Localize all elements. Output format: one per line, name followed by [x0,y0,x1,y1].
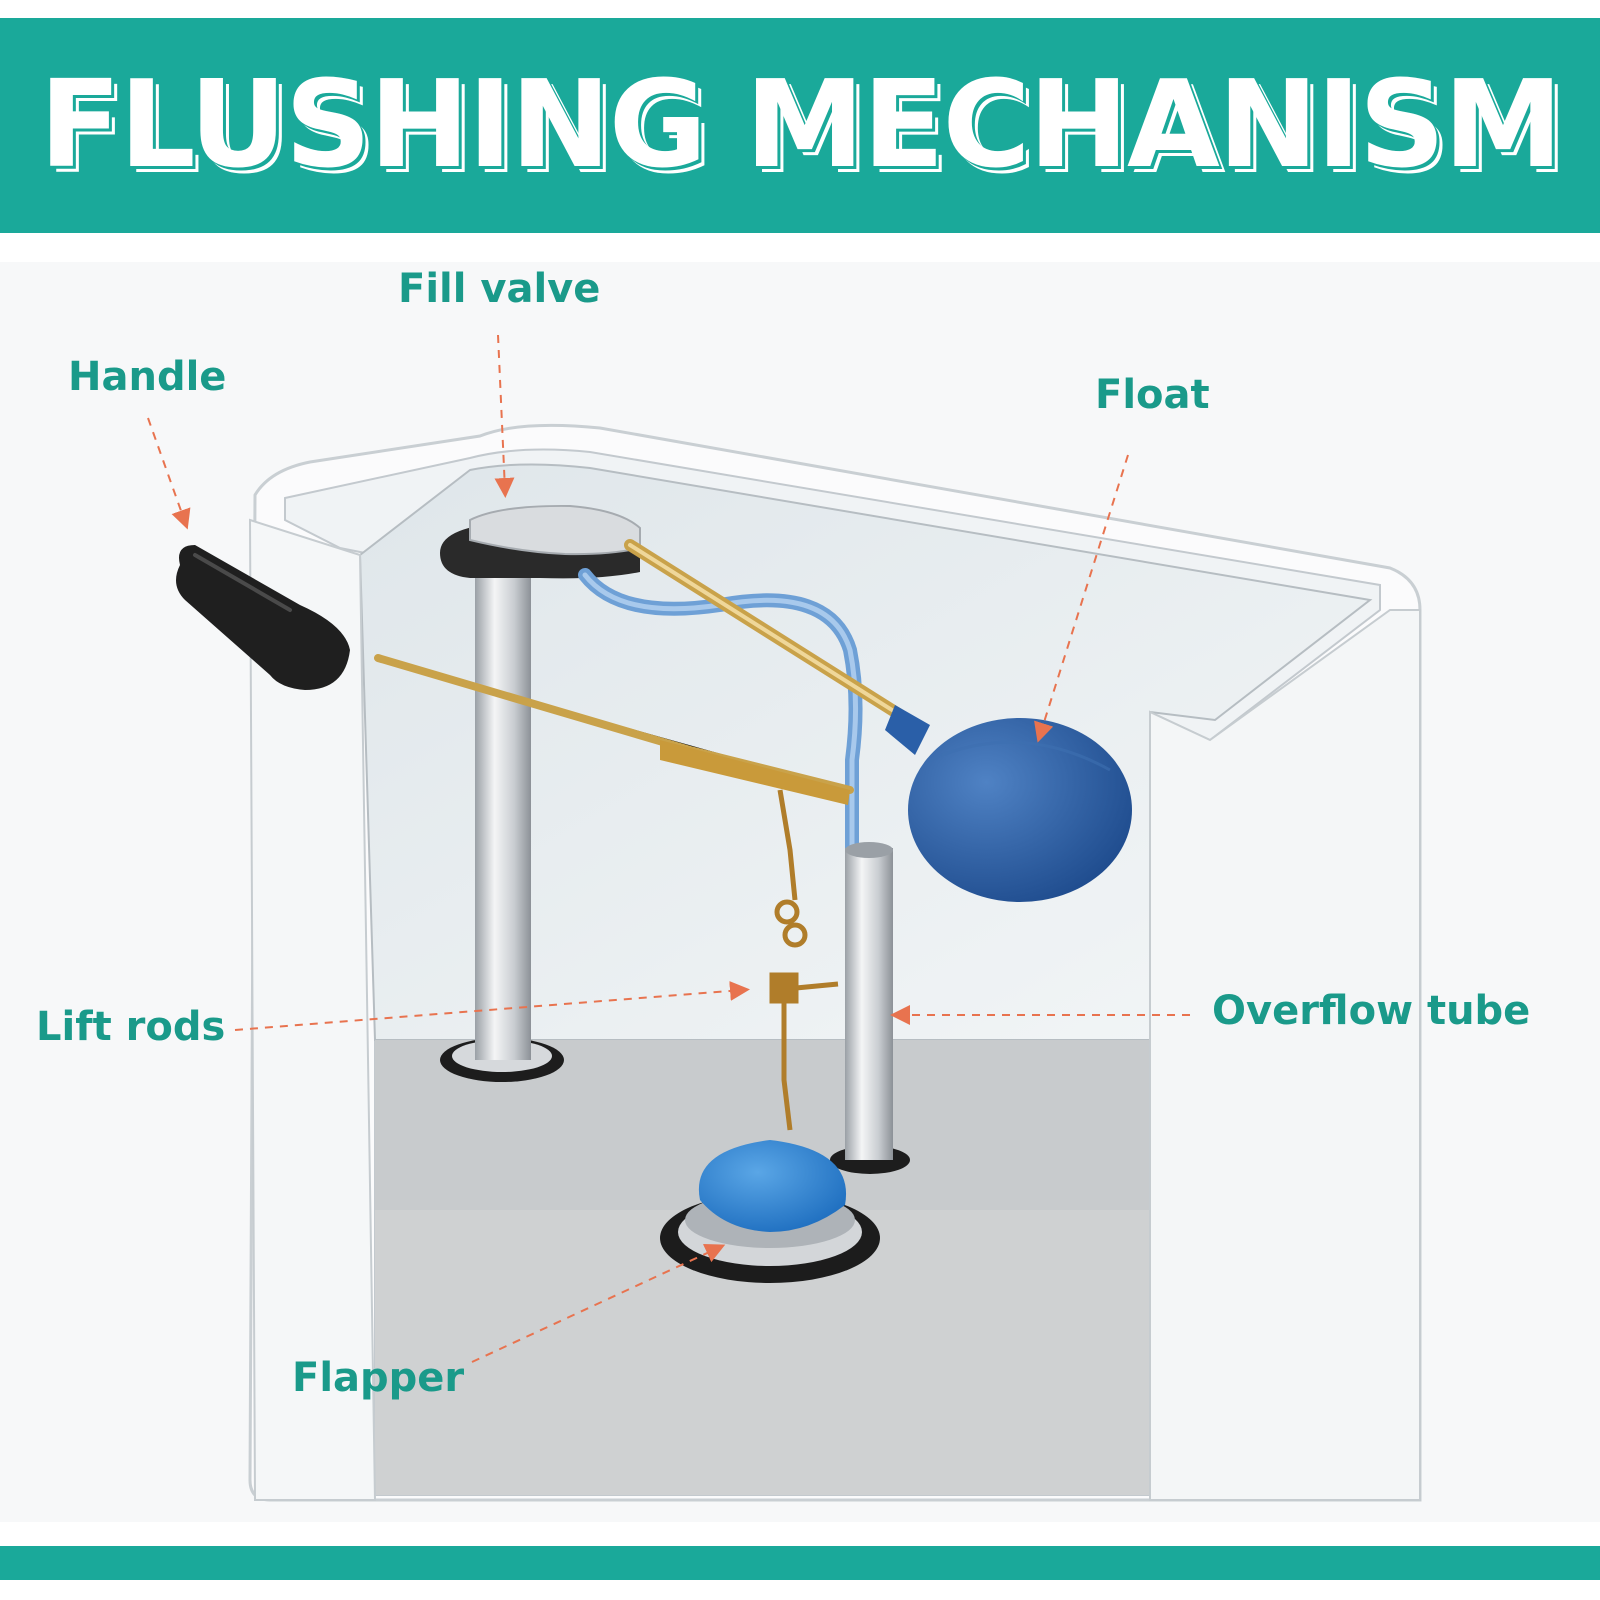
overflow-tube [830,842,910,1174]
flapper-valve [660,1140,880,1283]
tank-left-wall [248,518,377,1501]
fill-valve-pipe [475,560,531,1060]
label-float: Float [1095,372,1210,418]
label-fill-valve: Fill valve [398,266,601,312]
label-overflow-tube: Overflow tube [1212,988,1531,1034]
fill-valve [440,504,641,1082]
handle-lever [176,545,350,690]
label-handle: Handle [68,354,227,400]
flapper-leader [471,1243,726,1363]
label-flapper: Flapper [292,1355,465,1401]
page-title: FLUSHING MECHANISM [39,56,1562,195]
tank-floor-shade [375,1040,1150,1210]
float-leader [1034,454,1129,743]
title-banner: FLUSHING MECHANISM [0,18,1600,233]
toilet-tank [248,423,1422,1502]
lift-chain [769,789,839,1131]
fill-valve-leader [494,334,515,498]
label-lift-rods: Lift rods [36,1004,226,1050]
handle-leader [147,417,191,530]
tank-front-wall [1149,609,1421,1501]
tank-back-wall [358,463,1373,1041]
leader-lines [147,334,1190,1363]
footer-bar [0,1546,1600,1580]
float-ball [885,705,1132,902]
lift-rods-leader [234,980,750,1031]
